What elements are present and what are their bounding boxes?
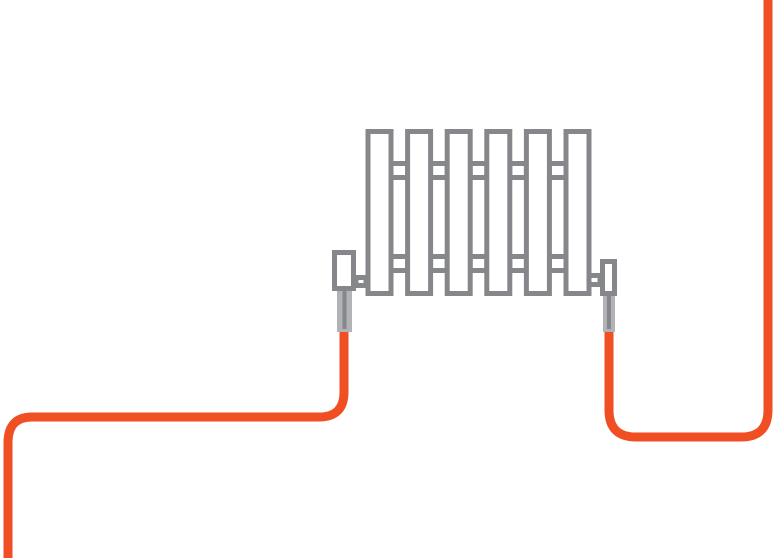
valve-stubs — [337, 291, 615, 332]
radiator-fin — [523, 129, 552, 296]
supply-pipe-left — [3, 330, 349, 558]
valve-connector-left — [353, 275, 369, 288]
pipe-stub-right-core — [607, 296, 611, 329]
radiator — [332, 129, 617, 296]
radiator-fin — [365, 129, 394, 296]
radiator-fin — [563, 129, 592, 296]
radiator-fin — [444, 129, 473, 296]
radiator-fin — [484, 129, 513, 296]
radiator-fin — [405, 129, 434, 296]
valve-left — [332, 250, 356, 291]
valve-connector-right — [586, 273, 603, 287]
return-pipe-right — [604, 0, 773, 442]
valve-right — [600, 259, 617, 296]
pipe-stub-left-core — [342, 291, 347, 329]
